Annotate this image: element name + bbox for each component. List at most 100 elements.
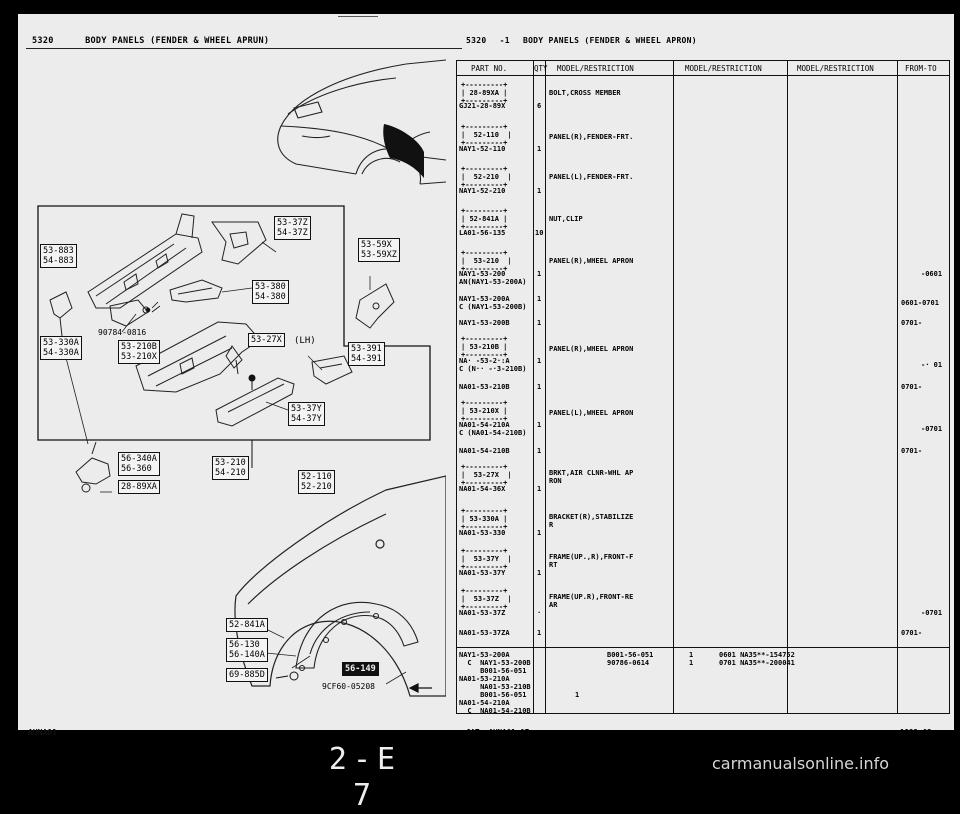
part-number-alt: C (N·· -·3-210B) [459,365,527,373]
col-header-from-to: FROM-TO [905,64,937,73]
bracket-37z-illustration [211,221,267,265]
callout-line: 56-360 [121,464,152,474]
part-number: NAY1-53-200B [459,319,510,327]
callout-53-210: 53-210 54-210 [212,456,249,480]
bolt-icon [275,671,299,681]
description: BOLT,CROSS MEMBER [549,89,621,97]
description-cont: RON [549,477,562,485]
table-row: +---------+ | 53-210 | +---------+ [461,249,512,273]
callout-line: 53-330A [43,338,79,348]
callout-line: 54-883 [43,256,74,266]
callout-56-340a: 56-340A 56-360 [118,452,160,476]
part-number-alt: AN(NAY1-53-200A) [459,278,527,286]
table-row: +---------+ | 52-841A | +---------+ [461,207,508,231]
header-divider [457,75,949,76]
ref-number: 53-37Z [473,595,499,603]
callout-69-885d: 69-885D [226,668,268,682]
part-number-alt: C (NAY1-53-200B) [459,303,527,311]
callout-line: 52-110 [301,472,332,482]
quantity: 1 [537,357,542,365]
callout-line: 56-140A [229,650,265,660]
col-header-model-3: MODEL/RESTRICTION [797,64,874,73]
left-section-number: 5320 [32,36,54,46]
callout-53-883: 53-883 54-883 [40,244,77,268]
range: 0701- [901,447,923,455]
frame-37y-illustration [215,377,295,427]
range: 0701- [901,319,923,327]
arrow-icon [408,683,432,693]
callout-52-841a: 52-841A [226,618,268,632]
parts-diagram: 53-37Z 54-37Z 53-59X 53-59XZ 53-883 54-8… [26,56,446,716]
part-number: NA01-53-330 [459,529,506,537]
callout-53-380: 53-380 54-380 [252,280,289,304]
right-section-suffix: -1 [499,36,510,45]
callout-line: 54-380 [255,292,286,302]
col-divider [787,61,788,713]
range: -0701 [921,425,943,433]
callout-52-110: 52-110 52-210 [298,470,335,494]
bracket-59x-illustration [355,283,395,329]
part-number: NA01-53-37Y [459,569,506,577]
part-number: LA01-56-135 [459,229,506,237]
quantity: 10 [535,229,544,237]
table-row: +---------+ | 53-27X | +---------+ [461,463,512,487]
quantity: 1 [537,383,542,391]
note-line: C NAY1-53-200B [459,659,531,667]
quantity: 1 [537,295,542,303]
ref-number: 53-210 [473,257,499,265]
callout-53-210b: 53-210B 53-210X [118,340,160,364]
range: 0701- [901,383,923,391]
col-header-part-no: PART NO. [471,64,508,73]
cross-member-illustration [75,441,111,493]
ref-number: 52-841A [469,215,499,223]
range: -0701 [921,609,943,617]
right-section-title: BODY PANELS (FENDER & WHEEL APRON) [522,36,697,45]
note-line: NA01-53-210B [459,683,531,691]
quantity: 1 [537,629,542,637]
table-row: +---------+ | 53-37Z | +---------+ [461,587,512,611]
header-rule [26,48,462,49]
callout-line: 53-883 [43,246,74,256]
callout-line: 53-59XZ [361,250,397,260]
callout-line: 53-210 [215,458,246,468]
table-row: +---------+ | 52-210 | +---------+ [461,165,512,189]
quantity: 1 [537,145,542,153]
catalog-page [18,14,954,730]
bottom-part-number: 9CF60-05208 [322,682,375,691]
quantity: 1 [537,485,542,493]
clip-part-number: 90784-0816 [98,328,147,337]
callout-line: 54-391 [351,354,382,364]
page-number: 2-E 7 [306,742,424,813]
watermark: carmanualsonline.info [712,754,890,773]
description: FRAME(UP.R),FRONT-RE [549,593,634,601]
callout-53-27x: 53-27X [248,333,285,347]
part-number: NAY1-53-200A [459,295,510,303]
part-number: GJ21-28-89X [459,102,506,110]
callout-line: 56-130 [229,640,260,650]
front-fender-illustration [234,475,446,697]
callout-line: 28-89XA [121,482,157,492]
part-number: NA01-54-210B [459,447,510,455]
part-number: NA01-54-210A [459,421,510,429]
catalog-number: CAT. AUNA01-07 [466,728,530,737]
lh-label: (LH) [294,336,316,346]
header-dash [338,16,378,17]
ref-number: 53-330A [469,515,499,523]
table-row: +---------+ | 53-330A | +---------+ [461,507,508,531]
part-number: NA01-53-37ZA [459,629,510,637]
bracket-391-illustration [311,355,353,385]
quantity: 1 [537,421,542,429]
callout-53-391: 53-391 54-391 [348,342,385,366]
fender-highlight [383,124,424,178]
callout-line: 53-391 [351,344,382,354]
table-row: +---------+ | 53-210B | +---------+ [461,335,508,359]
note-line: NA01-53-210A [459,675,510,683]
note-line: NA01-54-210A [459,699,510,707]
callout-line: 54-330A [43,348,79,358]
upper-frame-illustration [87,213,203,309]
quantity: 6 [537,102,542,110]
footer-code: AUNA01 [28,728,57,737]
screw-icon [248,374,256,390]
part-number: NAY1-52-110 [459,145,506,153]
note-line: NAY1-53-200A [459,651,510,659]
